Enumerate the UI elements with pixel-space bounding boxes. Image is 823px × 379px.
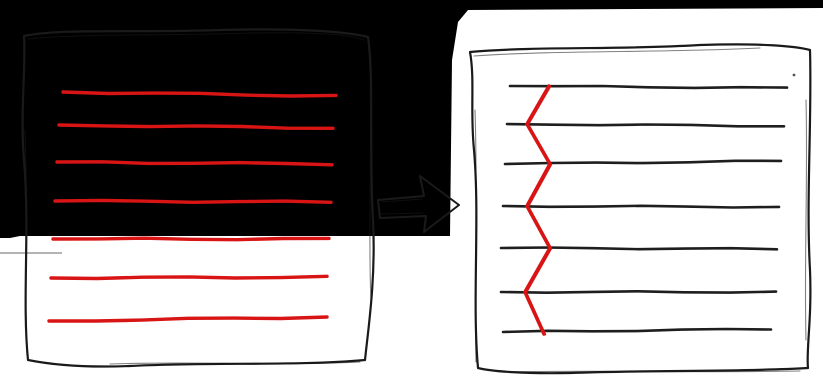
right-panel-lines xyxy=(501,86,787,332)
left-red-line-4 xyxy=(55,200,331,202)
right-black-line-2 xyxy=(507,124,784,126)
right-black-line-6 xyxy=(501,291,776,292)
left-red-line-7 xyxy=(49,317,327,321)
right-black-line-1 xyxy=(510,86,787,88)
pencil-dot xyxy=(793,74,796,77)
right-black-line-5 xyxy=(501,248,777,250)
right-black-line-4 xyxy=(503,206,779,208)
right-panel-frame xyxy=(470,44,810,373)
right-panel xyxy=(470,44,810,373)
right-panel-frame-retrace xyxy=(474,48,807,372)
left-red-line-5 xyxy=(53,238,329,240)
left-red-line-6 xyxy=(51,276,327,278)
